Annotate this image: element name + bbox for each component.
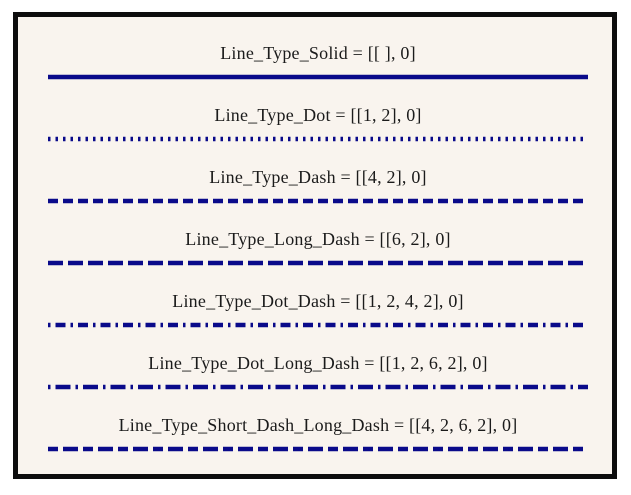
line-type-row-dot: Line_Type_Dot = [[1, 2], 0] [48,80,588,142]
line-sample-solid [48,74,588,80]
line-type-row-dash: Line_Type_Dash = [[4, 2], 0] [48,142,588,204]
line-type-row-dot-long-dash: Line_Type_Dot_Long_Dash = [[1, 2, 6, 2],… [48,328,588,390]
line-type-label-solid: Line_Type_Solid = [[ ], 0] [220,43,416,63]
line-sample-dash [48,198,588,204]
line-type-label-dot: Line_Type_Dot = [[1, 2], 0] [214,105,422,125]
figure-frame: Line_Type_Solid = [[ ], 0] Line_Type_Dot… [13,12,617,479]
line-type-label-dash: Line_Type_Dash = [[4, 2], 0] [209,167,427,187]
line-type-label-long-dash: Line_Type_Long_Dash = [[6, 2], 0] [185,229,451,249]
line-type-row-solid: Line_Type_Solid = [[ ], 0] [48,18,588,80]
line-type-row-short-dash-long-dash: Line_Type_Short_Dash_Long_Dash = [[4, 2,… [48,390,588,452]
line-type-list: Line_Type_Solid = [[ ], 0] Line_Type_Dot… [18,17,612,452]
line-sample-short-dash-long-dash [48,446,588,452]
line-type-row-long-dash: Line_Type_Long_Dash = [[6, 2], 0] [48,204,588,266]
line-sample-long-dash [48,260,588,266]
line-type-label-short-dash-long-dash: Line_Type_Short_Dash_Long_Dash = [[4, 2,… [118,415,518,435]
line-type-label-dot-dash: Line_Type_Dot_Dash = [[1, 2, 4, 2], 0] [172,291,464,311]
line-sample-dot-long-dash [48,384,588,390]
line-type-row-dot-dash: Line_Type_Dot_Dash = [[1, 2, 4, 2], 0] [48,266,588,328]
line-sample-dot-dash [48,322,588,328]
line-sample-dot [48,136,588,142]
line-type-label-dot-long-dash: Line_Type_Dot_Long_Dash = [[1, 2, 6, 2],… [148,353,488,373]
